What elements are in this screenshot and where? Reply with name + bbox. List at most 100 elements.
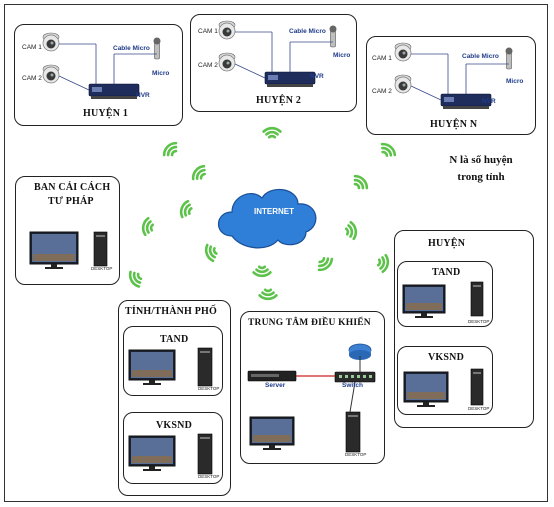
huyen-group-title: HUYỆN: [428, 238, 466, 249]
internet-label: INTERNET: [254, 207, 294, 216]
tinh-vksnd-desktop-tower: [197, 433, 213, 475]
huyen-tand-desktop-stand: [421, 313, 427, 316]
district1-micro-label: Micro: [152, 70, 170, 77]
wifi-signal-icon: [353, 174, 369, 190]
cable-line: [234, 63, 266, 79]
control-center-desktop-label: DESKTOP: [345, 452, 367, 457]
server-icon-slot: [251, 374, 279, 377]
huyen-vksnd-desktop-screen-detail: [407, 392, 445, 399]
tinh-tand-desktop-tower: [197, 347, 213, 387]
nvr-icon-panel: [92, 87, 102, 92]
camera-icon: [218, 52, 236, 72]
wifi-signal-icon: [380, 142, 397, 157]
nvr-icon-base: [267, 84, 313, 87]
control-center-desktop-tower: [345, 411, 361, 453]
districtn-nvr-label: NVR: [482, 98, 496, 105]
huyen-tand-desktop-tower: [470, 281, 484, 317]
district2-title: HUYỆN 2: [256, 95, 302, 106]
districtn-cam1-label: CAM 1: [372, 55, 392, 62]
district2-cam1-label: CAM 1: [198, 28, 218, 35]
tinh-tand-title: TAND: [160, 334, 189, 345]
camera-icon: [42, 32, 60, 52]
ban-cai-cach-desktop-stand: [51, 264, 57, 267]
wifi-signal-icon: [141, 216, 155, 237]
wifi-signal-icon: [317, 257, 334, 272]
tinh-tand-desktop-base: [143, 383, 161, 385]
huyen-vksnd-desktop-base: [417, 405, 435, 407]
ban-cai-cach-desktop-label: DESKTOP: [91, 266, 113, 271]
switch-desktop-link: [349, 381, 356, 413]
ban-cai-cach-desktop-tower-bay: [96, 235, 105, 237]
district1-title: HUYỆN 1: [83, 108, 129, 119]
control-center-desktop-base: [263, 448, 281, 450]
switch-port: [345, 375, 348, 378]
tinh-vksnd-desktop-tower-bay: [200, 437, 210, 439]
diagram-frame: [4, 4, 548, 502]
ban-cai-cach-desktop-base: [45, 267, 63, 269]
ban-cai-cach-desktop-tower: [93, 231, 108, 267]
microphone-icon-head: [505, 47, 513, 55]
tinh-vksnd-desktop-base: [143, 469, 161, 471]
districtn-title: HUYỆN N: [430, 119, 478, 130]
wifi-signal-icon: [258, 288, 278, 301]
districtn-cam2-label: CAM 2: [372, 88, 392, 95]
district1-cam1-label: CAM 1: [22, 44, 42, 51]
huyen-vksnd-desktop-label: DESKTOP: [468, 406, 490, 411]
wifi-signal-icon: [252, 265, 272, 278]
huyen-tand-desktop-base: [415, 316, 433, 318]
tinh-group-title: TỈNH/THÀNH PHỐ: [125, 306, 217, 317]
nvr-icon-base: [443, 106, 489, 109]
district-box-2: [190, 14, 357, 112]
huyen-vksnd-title: VKSND: [428, 352, 465, 363]
huyen-vksnd-desktop-stand: [423, 402, 429, 405]
huyen-vksnd-desktop-tower-bay: [473, 372, 481, 374]
district1-nvr-label: NVR: [136, 92, 150, 99]
district2-cam2-label: CAM 2: [198, 62, 218, 69]
district-count-note: N là số huyện trong tỉnh: [449, 154, 513, 183]
ban-cai-cach-title-2: TƯ PHÁP: [48, 196, 94, 207]
tinh-tand-desktop-tower-bay: [200, 351, 210, 353]
district2-nvr-label: NVR: [310, 73, 324, 80]
microphone-icon-head: [153, 37, 161, 45]
district1-cam2-label: CAM 2: [22, 75, 42, 82]
internet-cloud-icon: [217, 188, 317, 249]
huyen-tand-desktop-tower-bay: [473, 285, 481, 287]
cable-line: [58, 75, 90, 91]
tinh-tand-desktop-stand: [149, 380, 155, 383]
nvr-icon-panel: [268, 75, 278, 80]
ban-cai-cach-title-1: BAN CẢI CÁCH: [34, 182, 111, 193]
huyen-vksnd-desktop-tower: [470, 368, 484, 406]
switch-port: [357, 375, 360, 378]
ban-cai-cach-box: [15, 176, 120, 285]
huyen-tand-desktop-screen-detail: [406, 303, 442, 310]
districtn-cable-label: Cable Micro: [462, 53, 499, 60]
tinh-vksnd-desktop-stand: [149, 466, 155, 469]
switch-port: [363, 375, 366, 378]
ban-cai-cach-desktop-screen-detail: [33, 254, 75, 261]
huyen-tand-desktop-label: DESKTOP: [468, 319, 490, 324]
wifi-signal-icon: [191, 164, 206, 181]
control-center-desktop-stand: [269, 445, 275, 448]
switch-port: [369, 375, 372, 378]
tinh-vksnd-desktop-label: DESKTOP: [198, 474, 220, 479]
wifi-signal-icon: [376, 253, 390, 274]
camera-icon: [42, 64, 60, 84]
wifi-signal-icon: [128, 270, 143, 288]
cable-line: [410, 85, 442, 101]
nvr-icon-base: [91, 96, 137, 99]
tinh-vksnd-desktop-screen-detail: [132, 456, 172, 463]
switch-label: Switch: [342, 382, 363, 389]
control-center-desktop-tower-bay: [348, 415, 358, 417]
wifi-signal-icon: [162, 141, 178, 157]
router-icon-base: [349, 350, 371, 360]
control-center-title: TRUNG TÂM ĐIỀU KHIỂN: [248, 318, 371, 328]
camera-icon: [394, 74, 412, 94]
camera-icon: [218, 20, 236, 40]
huyen-tand-title: TAND: [432, 267, 461, 278]
control-center-desktop-screen-detail: [253, 435, 291, 442]
tinh-vksnd-title: VKSND: [156, 420, 193, 431]
wifi-signal-icon: [344, 220, 358, 241]
wifi-signal-icon: [262, 126, 282, 139]
switch-port: [351, 375, 354, 378]
